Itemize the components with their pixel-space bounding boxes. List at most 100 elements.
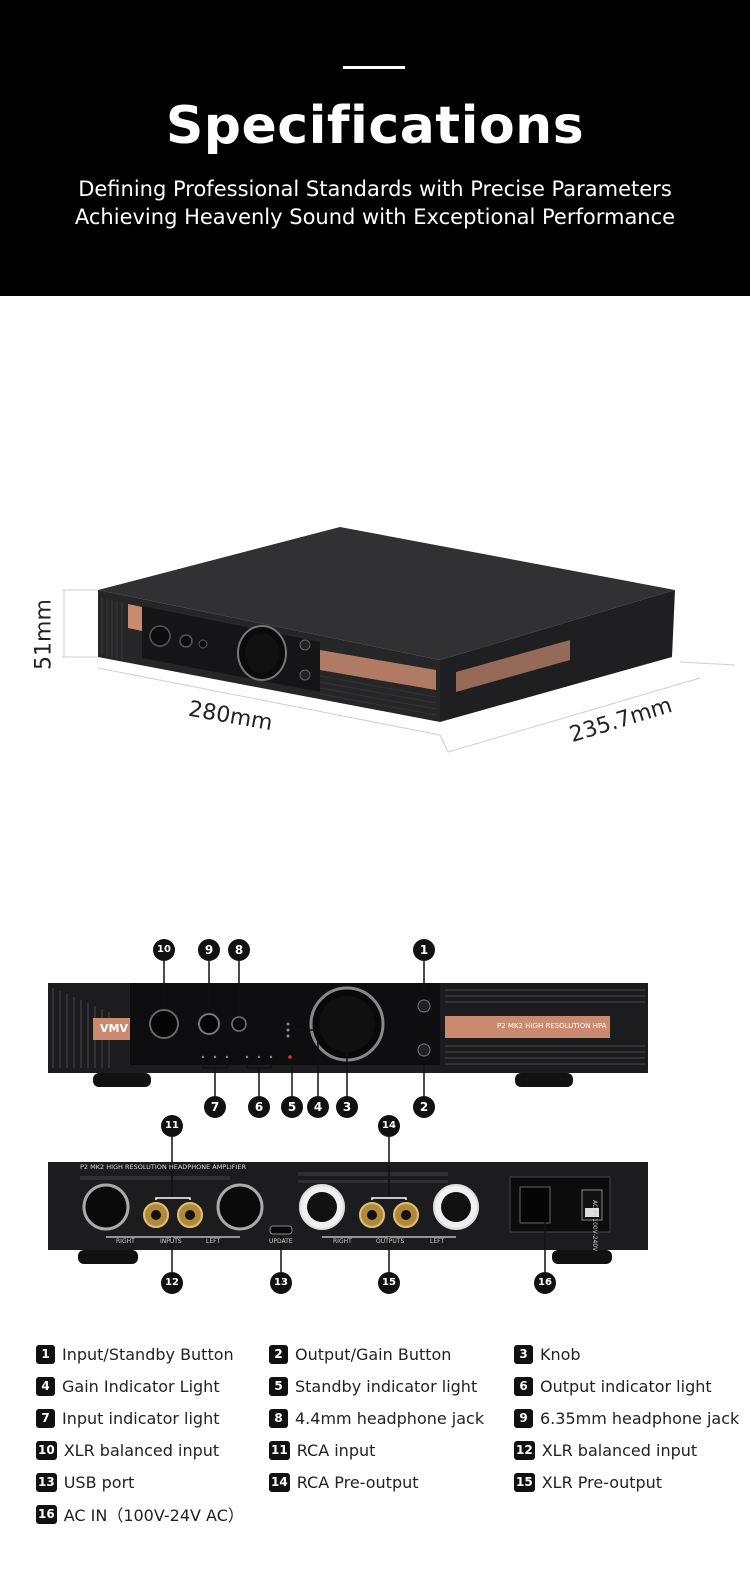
front-foot-left [93,1073,151,1087]
subtitle-line-2: Achieving Heavenly Sound with Exceptiona… [74,205,676,229]
button-3d-bottom [299,669,311,681]
callout-15: 15 [378,1272,400,1294]
rear-vent-3 [298,1180,448,1183]
legend-number: 11 [269,1440,290,1460]
rear-foot-left [78,1250,138,1264]
rear-chassis [48,1162,648,1250]
legend-number: 9 [514,1408,533,1428]
knob-face-3d [245,633,279,673]
jack-44-3d [198,639,208,649]
callout-14: 14 [378,1115,400,1137]
rear-model-label: P2 MK2 HIGH RESOLUTION HEADPHONE AMPLIFI… [80,1163,247,1171]
legend-label: XLR balanced input [63,1440,220,1460]
callout-9: 9 [198,939,220,961]
legend-number: 15 [514,1472,535,1492]
legend-number: 10 [36,1440,57,1460]
rear-usb-port [269,1225,293,1235]
rear-ac-label: AC IN 100V-240V [591,1200,598,1252]
legend-number: 7 [36,1408,55,1428]
legend-item-14: 14 RCA Pre-output [269,1470,419,1494]
legend-label: XLR balanced input [541,1440,698,1460]
rear-ac-inlet [519,1186,551,1224]
side-copper-strip [456,640,570,692]
legend-label: Knob [540,1344,581,1364]
legend-number: 6 [514,1376,533,1396]
header-accent-bar [343,66,405,69]
legend-item-8: 8 4.4mm headphone jack [269,1406,484,1430]
device-front-face [98,590,440,722]
callout-5: 5 [281,1096,303,1118]
specifications-header: Specifications Defining Professional Sta… [0,0,750,296]
device-front-panel [142,606,320,692]
legend-item-3: 3 Knob [514,1342,581,1366]
rear-left-label: LEFT [206,1238,221,1245]
legend-label: AC IN（100V-24V AC） [63,1506,244,1525]
device-rear-view [48,1137,648,1272]
legend-label: USB port [63,1472,135,1492]
rear-inputs-label: INPUTS [160,1238,182,1245]
front-brand-label: VMV [100,1022,128,1035]
legend-label: RCA Pre-output [296,1472,419,1492]
rear-xlr-input-right [82,1183,130,1231]
device-3d-view [98,527,675,722]
volume-knob-3d [237,625,287,681]
callout-3: 3 [336,1096,358,1118]
rear-xlr-output-left [433,1184,479,1230]
legend-label: Input indicator light [62,1408,220,1428]
legend-number: 12 [514,1440,535,1460]
legend-number: 14 [269,1472,290,1492]
legend-item-16: 16 AC IN（100V-24V AC） [36,1502,244,1526]
brand-logo-plate [128,604,142,631]
rear-foot-right [552,1250,612,1264]
legend-item-4: 4 Gain Indicator Light [36,1374,220,1398]
rear-update-label: UPDATE [269,1238,293,1245]
legend-number: 13 [36,1472,57,1492]
legend-item-10: 10 XLR balanced input [36,1438,219,1462]
rear-left2-label: LEFT [430,1238,445,1245]
standby-led [288,1055,292,1059]
rear-outputs-label: OUTPUTS [376,1238,405,1245]
jack-635-3d [179,634,193,648]
legend-number: 3 [514,1344,533,1364]
front-copper-strip [320,650,436,690]
callout-12: 12 [161,1272,183,1294]
callout-13: 13 [270,1272,292,1294]
front-xlr-jack [149,1009,179,1039]
legend-label: Input/Standby Button [62,1344,234,1364]
legend-item-13: 13 USB port [36,1470,134,1494]
rear-vent-1 [80,1176,230,1180]
front-44-jack [231,1016,247,1032]
rear-vent-2 [298,1172,448,1176]
legend-item-7: 7 Input indicator light [36,1406,220,1430]
rear-xlr-output-right [299,1184,345,1230]
front-foot-right [515,1073,573,1087]
callout-7: 7 [204,1096,226,1118]
callout-8: 8 [228,939,250,961]
legend-number: 5 [269,1376,288,1396]
rear-xlr-output-left-core [441,1192,471,1222]
rear-rca-output-right [359,1202,385,1228]
legend-item-5: 5 Standby indicator light [269,1374,477,1398]
callout-4: 4 [307,1096,329,1118]
dimension-height-label: 51mm [31,599,57,670]
front-knob-face [319,996,375,1052]
legend-label: 6.35mm headphone jack [540,1408,740,1428]
front-output-button [417,1043,431,1057]
front-volume-knob [309,986,385,1062]
front-control-panel [130,983,440,1065]
legend-label: RCA input [296,1440,376,1460]
legend-label: Standby indicator light [295,1376,478,1396]
legend-item-9: 9 6.35mm headphone jack [514,1406,739,1430]
front-input-button [417,999,431,1013]
rear-rca-input-right [143,1202,169,1228]
legend-item-6: 6 Output indicator light [514,1374,712,1398]
front-635-jack [198,1013,220,1035]
rear-right-label: RIGHT [116,1238,135,1245]
legend-label: Gain Indicator Light [62,1376,220,1396]
legend-number: 4 [36,1376,55,1396]
legend-label: 4.4mm headphone jack [295,1408,485,1428]
rear-rca-input-left [177,1202,203,1228]
rear-rca-output-left [393,1202,419,1228]
rear-right2-label: RIGHT [333,1238,352,1245]
legend-label: Output/Gain Button [295,1344,452,1364]
